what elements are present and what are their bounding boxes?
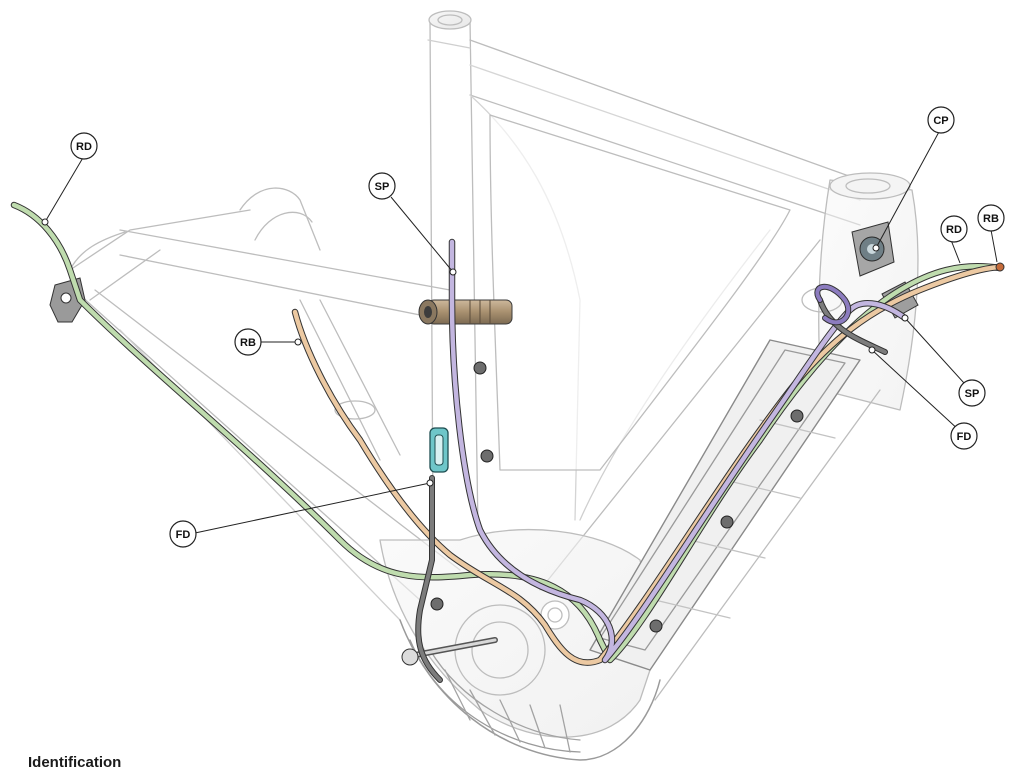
cables — [10, 201, 1005, 683]
callout-label: SP — [965, 388, 980, 400]
callout-label: RD — [946, 224, 962, 236]
callout-label: RB — [983, 213, 999, 225]
callout-rb-left: RB — [234, 328, 262, 356]
callout-fd-front: FD — [950, 422, 978, 450]
cable-fd — [415, 297, 888, 683]
seat-stays — [69, 209, 251, 301]
pivot-barrel — [418, 299, 513, 325]
callout-sp-top: SP — [368, 172, 396, 200]
callout-label: FD — [957, 431, 972, 443]
cable-sp — [448, 238, 909, 664]
leader-dots — [41, 218, 909, 487]
frame — [69, 10, 919, 761]
head-tube — [801, 172, 919, 411]
callout-fd-left: FD — [169, 520, 197, 548]
callout-label: FD — [176, 529, 191, 541]
callout-sp-front: SP — [958, 379, 986, 407]
frame-bolts — [430, 361, 804, 633]
callout-label: RB — [240, 337, 256, 349]
section-heading: Identification — [28, 754, 122, 771]
callout-label: SP — [375, 181, 390, 193]
callout-rd-rear: RD — [70, 132, 98, 160]
callouts: RD SP RB FD CP RD RB SP — [41, 106, 1005, 548]
callout-label: RD — [76, 141, 92, 153]
rear-shock — [299, 299, 401, 461]
cable-guide-teal — [429, 427, 449, 473]
main-triangle — [489, 114, 791, 471]
leader-lines — [44, 129, 998, 534]
cable-rb — [291, 262, 1005, 666]
callout-cp: CP — [927, 106, 955, 134]
callout-label: CP — [933, 115, 948, 127]
callout-rd-front: RD — [940, 215, 968, 243]
rocker-link — [119, 187, 451, 321]
top-tube — [469, 39, 861, 226]
callout-rb-front: RB — [977, 204, 1005, 232]
